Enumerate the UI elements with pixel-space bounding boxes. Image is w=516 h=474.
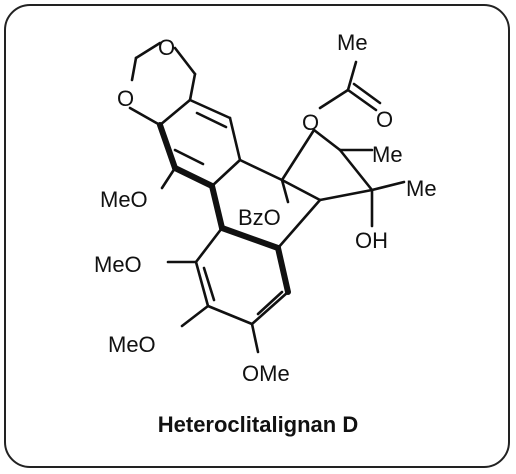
compound-name: Heteroclitalignan D — [157, 412, 359, 437]
atom-label: MeO — [108, 332, 156, 357]
bond — [318, 88, 350, 110]
bond — [280, 128, 316, 182]
bond — [202, 266, 216, 302]
bond — [228, 116, 242, 162]
bond — [256, 290, 284, 316]
bond — [318, 188, 374, 202]
bond — [370, 180, 406, 192]
atom-label: BzO — [238, 205, 281, 230]
atom-label: OMe — [242, 361, 290, 386]
bond — [194, 260, 210, 308]
atom-label: O — [158, 35, 175, 60]
bond — [194, 226, 224, 264]
bond — [312, 128, 342, 152]
atom-label: O — [117, 86, 134, 111]
bold-bond — [275, 245, 291, 295]
bond — [338, 148, 374, 192]
bond — [128, 106, 162, 127]
atom-label: Me — [406, 176, 437, 201]
bond — [280, 178, 290, 204]
bond — [130, 56, 138, 82]
atom-label: O — [376, 107, 393, 132]
bond — [210, 158, 242, 188]
atom-label: Me — [337, 30, 368, 55]
bonds — [128, 41, 406, 354]
bond — [173, 148, 205, 166]
atom-label: MeO — [100, 187, 148, 212]
bond — [134, 41, 162, 60]
bond — [346, 88, 378, 112]
bond — [352, 82, 382, 105]
bond — [195, 111, 228, 129]
atom-label: OH — [355, 228, 388, 253]
bond — [188, 72, 197, 102]
bond — [158, 98, 192, 127]
bond — [276, 198, 322, 250]
bond — [160, 166, 177, 190]
bond — [346, 60, 358, 92]
atom-labels: O O Me O O Me Me MeO BzO OH MeO MeO OMe — [94, 30, 437, 386]
bond — [188, 98, 232, 120]
bold-bond — [172, 165, 215, 189]
bold-bond — [219, 225, 281, 251]
atom-label: O — [302, 110, 319, 135]
bond — [238, 158, 284, 182]
atom-label: Me — [372, 142, 403, 167]
bond — [206, 304, 254, 326]
atom-label: MeO — [94, 252, 142, 277]
bold-bond — [157, 122, 178, 171]
figure-frame — [4, 4, 510, 468]
bond — [180, 304, 210, 328]
bond — [250, 322, 260, 354]
bond — [280, 178, 322, 202]
bond — [250, 290, 290, 326]
bold-bond — [209, 183, 225, 231]
bond — [173, 46, 197, 76]
